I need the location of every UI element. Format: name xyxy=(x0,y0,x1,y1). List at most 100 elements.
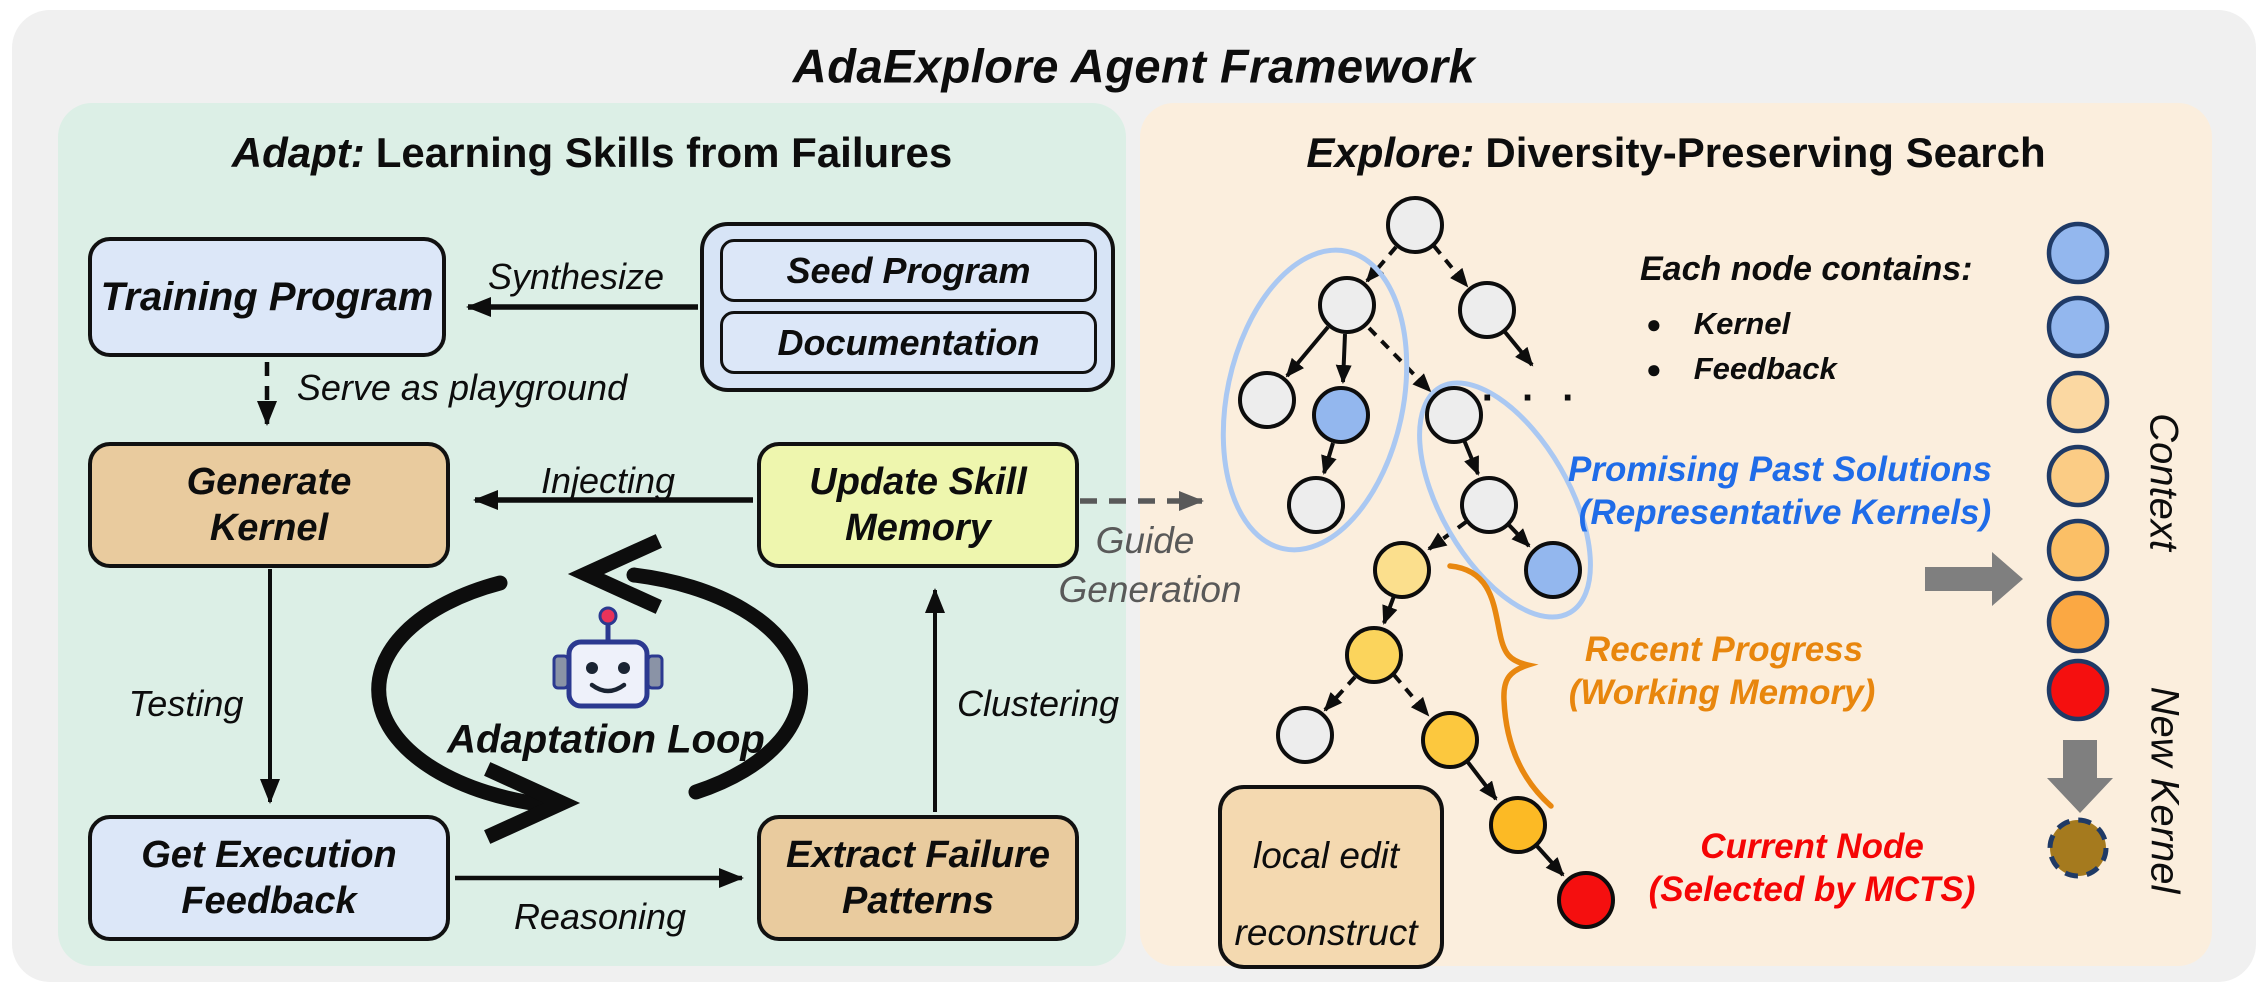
robot-icon xyxy=(552,606,664,709)
adapt-panel-title: Adapt:Learning Skills from Failures xyxy=(232,129,952,177)
update-skill-line1: Update Skill xyxy=(809,461,1027,503)
new-kernel-node xyxy=(2047,817,2109,879)
get-execution-feedback-box: Get Execution Feedback xyxy=(88,815,450,941)
node-info-heading-wrap: Each node contains: xyxy=(1640,250,1973,289)
context-node-current xyxy=(2046,658,2110,722)
context-label: Context xyxy=(2141,413,2186,551)
tree-node xyxy=(1425,386,1483,444)
cluster-ellipse-1 xyxy=(1220,247,1410,553)
tree-node-recent xyxy=(1373,541,1431,599)
adapt-title-lead: Adapt: xyxy=(231,129,365,176)
edge-right-to-dots xyxy=(1503,330,1534,367)
tree-node-recent xyxy=(1489,796,1547,854)
tree-node-representative xyxy=(1312,386,1370,444)
guide-label-line1: Guide xyxy=(1095,520,1195,561)
bullet-icon: ● xyxy=(1646,353,1662,384)
adaptation-loop-label: Adaptation Loop xyxy=(447,717,765,762)
adaptation-loop-arc-right xyxy=(626,567,809,800)
guide-label-line2: Generation xyxy=(1058,569,1242,610)
reasoning-label: Reasoning xyxy=(513,896,687,937)
tree-node xyxy=(1460,476,1518,534)
edge-left-blue xyxy=(1335,333,1352,384)
context-node xyxy=(2046,590,2110,654)
edge-yellow4-red xyxy=(1534,843,1565,877)
node-info-bullet-feedback: ● Feedback xyxy=(1646,351,1837,387)
bullet-icon: ● xyxy=(1646,308,1662,339)
training-program-label: Training Program xyxy=(100,275,434,319)
context-node xyxy=(2046,295,2110,359)
serve-as-playground-label: Serve as playground xyxy=(296,367,628,408)
edge-left-gray xyxy=(1285,325,1330,378)
new-kernel-arrow-icon xyxy=(2047,740,2113,813)
legend-local-edit-label: local edit xyxy=(1252,835,1400,876)
explore-panel-title: Explore:Diversity-Preserving Search xyxy=(1306,129,2045,177)
loop-chevron-top-icon xyxy=(567,534,662,614)
get-execution-line2: Feedback xyxy=(181,880,357,922)
edge-yellow2-yellow3 xyxy=(1392,673,1430,717)
tree-node xyxy=(1287,476,1345,534)
synthesize-label: Synthesize xyxy=(487,256,665,297)
edge-blue-down xyxy=(1321,442,1337,475)
explore-title-lead: Explore: xyxy=(1306,129,1475,176)
tree-node xyxy=(1458,281,1516,339)
promising-line1: Promising Past Solutions xyxy=(1568,450,1992,489)
extract-failure-line1: Extract Failure xyxy=(786,834,1050,876)
training-program-box: Training Program xyxy=(88,237,446,357)
current-node-line1: Current Node xyxy=(1700,827,1924,866)
tree-node-recent xyxy=(1421,711,1479,769)
edge-legend-box xyxy=(1218,785,1444,969)
edge-root-right xyxy=(1432,244,1469,288)
documentation-box: Documentation xyxy=(720,311,1097,374)
legend-reconstruct-label: reconstruct xyxy=(1234,912,1418,953)
generate-kernel-box: Generate Kernel xyxy=(88,442,450,568)
edge-yellow3-yellow4 xyxy=(1465,759,1498,801)
seed-doc-container: Seed Program Documentation xyxy=(700,222,1115,392)
injecting-label: Injecting xyxy=(540,460,676,501)
bullet-feedback-label: Feedback xyxy=(1693,351,1837,386)
node-info-bullet-kernel: ● Kernel xyxy=(1646,306,1790,342)
edge-to-yellow1 xyxy=(1427,520,1468,551)
generate-kernel-line1: Generate xyxy=(186,461,352,503)
tree-node xyxy=(1276,706,1334,764)
cluster-ellipse-2 xyxy=(1417,380,1593,620)
promising-line2: (Representative Kernels) xyxy=(1578,493,1992,532)
ellipsis-dots: . . . xyxy=(1481,365,1583,410)
documentation-label: Documentation xyxy=(777,321,1040,363)
context-node xyxy=(2046,370,2110,434)
tree-node xyxy=(1318,276,1376,334)
tree-node-recent xyxy=(1345,626,1403,684)
node-info-heading: Each node contains: xyxy=(1640,250,1973,288)
context-input-arrow-icon xyxy=(1925,552,2023,606)
edge-yellow2-gray xyxy=(1323,675,1357,712)
extract-failure-line2: Patterns xyxy=(841,880,995,922)
new-kernel-label: New Kernel xyxy=(2142,686,2187,894)
bullet-kernel-label: Kernel xyxy=(1693,306,1791,341)
update-skill-line2: Memory xyxy=(845,507,991,549)
current-node-line2: (Selected by MCTS) xyxy=(1648,870,1976,909)
edge-yellow1-yellow2 xyxy=(1382,595,1398,625)
recent-progress-line1: Recent Progress xyxy=(1584,630,1864,669)
edge-root-left xyxy=(1365,245,1398,283)
tree-node-current xyxy=(1557,871,1615,929)
tree-node xyxy=(1238,371,1296,429)
context-node xyxy=(2046,518,2110,582)
adapt-title-rest: Learning Skills from Failures xyxy=(375,129,953,176)
testing-label: Testing xyxy=(128,683,244,724)
context-node xyxy=(2046,221,2110,285)
adaptation-loop-arc-left xyxy=(371,575,554,813)
seed-program-label: Seed Program xyxy=(786,249,1031,291)
extract-failure-patterns-box: Extract Failure Patterns xyxy=(757,815,1079,941)
edge-cluster2-down xyxy=(1462,439,1480,476)
page-title: AdaExplore Agent Framework xyxy=(792,39,1476,93)
tree-node-representative xyxy=(1524,541,1582,599)
clustering-label: Clustering xyxy=(956,683,1120,724)
seed-program-box: Seed Program xyxy=(720,239,1097,302)
context-node xyxy=(2046,444,2110,508)
recent-progress-brace xyxy=(1447,563,1554,809)
loop-chevron-bottom-icon xyxy=(484,762,581,844)
recent-progress-line2: (Working Memory) xyxy=(1568,673,1876,712)
update-skill-memory-box: Update Skill Memory xyxy=(757,442,1079,568)
generate-kernel-line2: Kernel xyxy=(209,507,329,549)
